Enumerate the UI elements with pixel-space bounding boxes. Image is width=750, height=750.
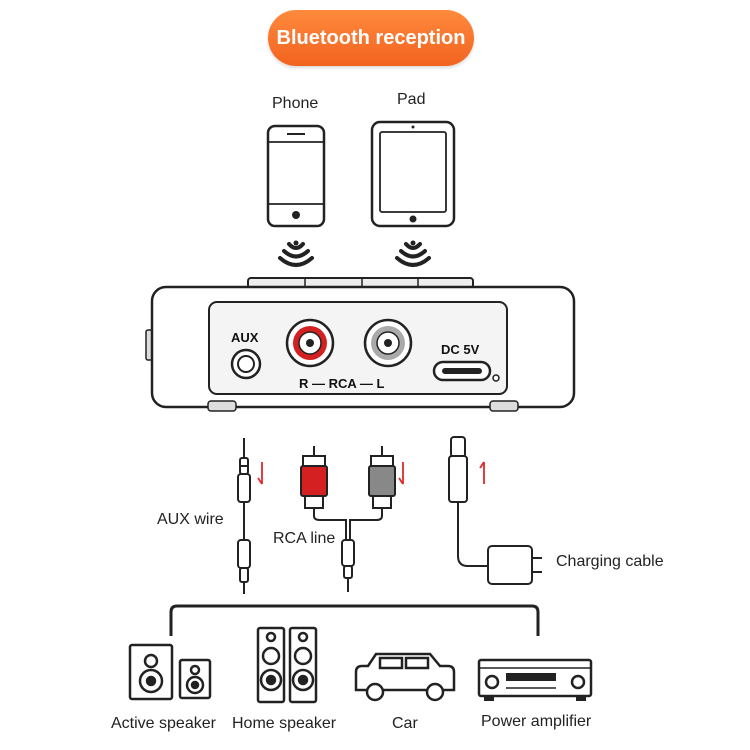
phone-icon <box>266 124 326 228</box>
up-arrow-icon <box>479 461 485 484</box>
signal-icon <box>395 240 431 267</box>
aux-wire <box>237 438 251 594</box>
rca-port-label: R — RCA — L <box>299 376 385 391</box>
pad-label: Pad <box>397 91 426 108</box>
car-label: Car <box>392 715 418 732</box>
signal-icon <box>278 240 314 267</box>
power-amplifier-icon <box>477 658 593 701</box>
aux-wire-label: AUX wire <box>157 511 224 528</box>
down-arrow-icon <box>257 462 263 485</box>
usb-c-port <box>432 360 500 382</box>
charging-cable-label: Charging cable <box>556 553 664 570</box>
active-speaker-icon <box>128 643 212 701</box>
phone-label: Phone <box>272 95 319 112</box>
active-speaker-label: Active speaker <box>111 715 216 732</box>
car-icon <box>354 652 456 702</box>
rca-left-port <box>363 318 413 368</box>
charging-cable <box>448 436 542 585</box>
output-bracket <box>169 604 540 636</box>
aux-port-label: AUX <box>231 330 259 345</box>
aux-port <box>230 348 262 380</box>
rca-right-port <box>285 318 335 368</box>
bluetooth-receiver-device <box>145 277 576 412</box>
dc-port-label: DC 5V <box>441 342 480 357</box>
down-arrow-icon <box>398 462 404 485</box>
tablet-icon <box>370 120 456 228</box>
power-amplifier-label: Power amplifier <box>481 713 592 730</box>
bluetooth-reception-title: Bluetooth reception <box>268 10 474 66</box>
rca-line <box>300 446 396 592</box>
rca-line-label: RCA line <box>273 530 336 547</box>
home-speaker-icon <box>256 626 318 704</box>
home-speaker-label: Home speaker <box>232 715 337 732</box>
